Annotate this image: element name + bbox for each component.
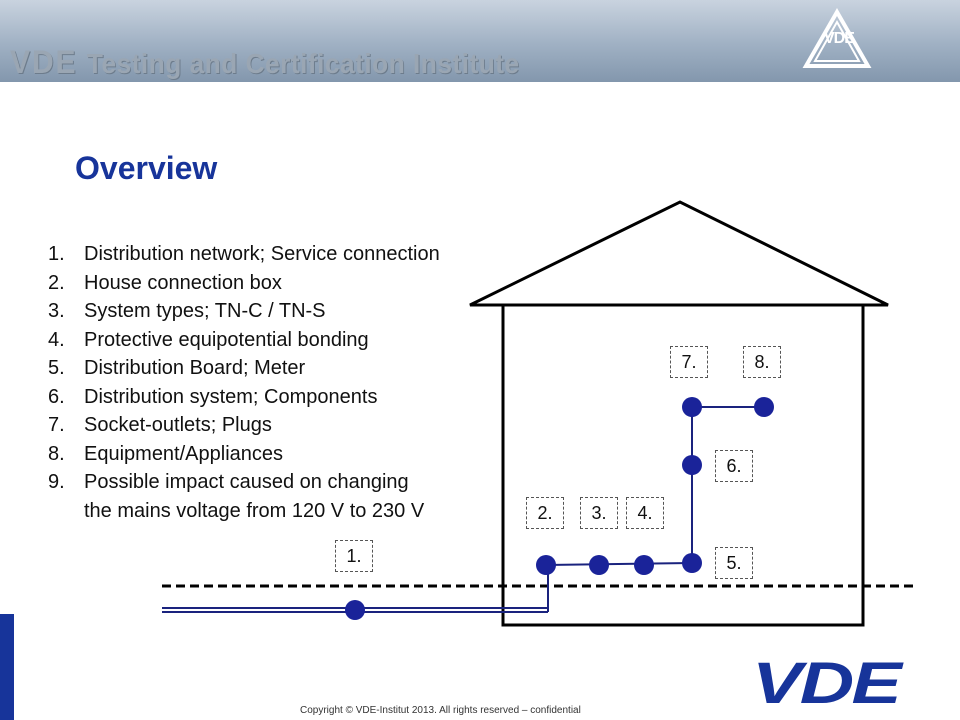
list-item-text: Protective equipotential bonding: [84, 328, 369, 351]
house-roof: [469, 200, 889, 307]
busbar-line: [545, 562, 693, 566]
tag-4: 4.: [626, 497, 664, 529]
list-item-number: 9.: [48, 471, 65, 493]
list-item-number: 6.: [48, 385, 65, 408]
list-item-text: Distribution network; Service connection: [84, 243, 440, 265]
node-distribution-system: [682, 455, 702, 475]
list-item-text: the mains voltage from 120 V to 230 V: [84, 499, 425, 522]
overview-list: 1. Distribution network; Service connecti…: [48, 240, 440, 525]
list-item-number: 8.: [48, 442, 65, 465]
list-item: 8. Equipment/Appliances: [48, 440, 440, 469]
node-socket-outlet: [682, 397, 702, 417]
list-item: 5. Distribution Board; Meter: [48, 354, 440, 383]
list-item: the mains voltage from 120 V to 230 V: [48, 497, 440, 526]
tag-7: 7.: [670, 346, 708, 378]
tag-8: 8.: [743, 346, 781, 378]
list-item-text: House connection box: [84, 271, 282, 294]
list-item: 3. System types; TN-C / TN-S: [48, 297, 440, 326]
node-distribution: [345, 600, 365, 620]
header-brand: VDE: [10, 44, 78, 80]
list-item: 6. Distribution system; Components: [48, 383, 440, 412]
tag-2: 2.: [526, 497, 564, 529]
list-item: 1. Distribution network; Service connecti…: [48, 240, 440, 269]
list-item-text: Socket-outlets; Plugs: [84, 414, 272, 436]
list-item-text: Distribution Board; Meter: [84, 357, 306, 379]
vde-logo: VDE: [752, 651, 902, 716]
list-item-text: System types; TN-C / TN-S: [84, 300, 326, 322]
list-item-number: 5.: [48, 357, 65, 379]
tag-5: 5.: [715, 547, 753, 579]
list-item-number: 2.: [48, 271, 65, 294]
list-item: 2. House connection box: [48, 269, 440, 298]
list-item-number: 4.: [48, 328, 65, 351]
node-connection-box: [536, 555, 556, 575]
copyright-text: Copyright © VDE-Institut 2013. All right…: [300, 705, 581, 716]
tag-1: 1.: [335, 540, 373, 572]
list-item-text: Distribution system; Components: [84, 385, 378, 408]
vde-mark-text: VDE: [824, 30, 855, 47]
list-item: 4. Protective equipotential bonding: [48, 326, 440, 355]
page-title: Overview: [75, 150, 218, 186]
header-title-text: Testing and Certification Institute: [86, 48, 520, 79]
side-accent-bar: [0, 614, 14, 720]
list-item: 9. Possible impact caused on changing: [48, 468, 440, 497]
list-item-number: 7.: [48, 414, 65, 436]
node-distribution-board: [682, 553, 702, 573]
node-bonding: [634, 555, 654, 575]
vde-triangle-mark-icon: [802, 8, 872, 68]
node-appliance: [754, 397, 774, 417]
node-system-type: [589, 555, 609, 575]
tag-6: 6.: [715, 450, 753, 482]
header-title: VDE Testing and Certification Institute: [10, 44, 520, 81]
list-item-number: 1.: [48, 243, 65, 265]
tag-3: 3.: [580, 497, 618, 529]
list-item-text: Possible impact caused on changing: [84, 471, 409, 493]
list-item: 7. Socket-outlets; Plugs: [48, 411, 440, 440]
list-item-number: [48, 497, 84, 526]
header-banner: VDE Testing and Certification Institute V…: [0, 0, 960, 82]
list-item-number: 3.: [48, 300, 65, 322]
list-item-text: Equipment/Appliances: [84, 442, 284, 465]
